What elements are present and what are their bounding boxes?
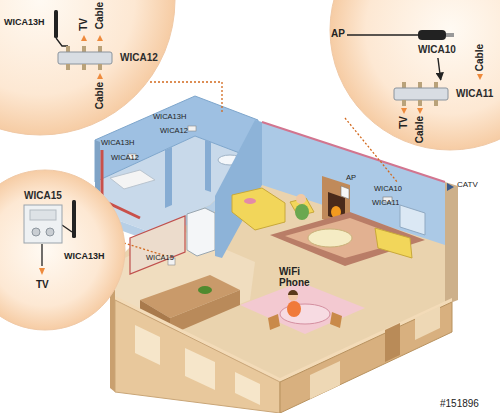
cable [41, 244, 42, 266]
callout-circle [330, 0, 500, 150]
device-box: WICA15 [22, 190, 70, 246]
text-label: TV [78, 18, 89, 31]
device-art [22, 204, 66, 248]
device-box: WICA11 [390, 80, 495, 108]
device-art [54, 44, 116, 76]
access-point [341, 186, 349, 199]
signal-arrow [39, 268, 45, 275]
cable-connector [438, 58, 441, 80]
door [385, 323, 400, 362]
text-label: #151896 [440, 398, 479, 409]
text-label: WICA12 [111, 154, 139, 162]
bed [110, 170, 155, 189]
cable [56, 38, 68, 46]
person-hair [288, 290, 298, 295]
window [310, 361, 340, 399]
text-label: CATV [457, 181, 478, 190]
catv-arrow [447, 183, 454, 191]
signal-arrow [477, 74, 483, 80]
text-label: TV [398, 116, 409, 129]
text-label: WICA15 [146, 254, 174, 262]
window [185, 348, 215, 390]
callout-circle [0, 170, 125, 330]
antenna [54, 10, 58, 38]
device-box: WICA10 [410, 28, 462, 58]
person-head [296, 194, 306, 204]
text-label: WICA10 [374, 185, 402, 193]
text-label: AP [331, 28, 345, 39]
kitchen-counter-front [170, 290, 240, 335]
text-label: TV [36, 279, 49, 290]
text-label: Cable [94, 82, 105, 109]
text-label: WICA13H [4, 18, 45, 28]
kitchen-wall [130, 216, 185, 274]
cable [347, 34, 418, 36]
text-label: WICA11 [372, 199, 399, 207]
chair [268, 314, 280, 330]
person-body [287, 301, 301, 317]
cable [62, 225, 72, 232]
window [415, 306, 440, 340]
signal-arrow [417, 108, 423, 114]
dongle-symbol [410, 28, 462, 42]
antenna [72, 200, 76, 238]
wall-device [188, 126, 196, 131]
window [135, 325, 160, 365]
device-art [410, 28, 462, 46]
text-label: WiFi Phone [279, 266, 317, 288]
splitter-symbol [390, 80, 452, 108]
sofa [232, 188, 285, 230]
text-label: Cable [94, 2, 105, 29]
partition-wall [205, 140, 211, 192]
right-side-wall [445, 182, 458, 305]
callout-circle [0, 0, 175, 135]
rug [270, 212, 425, 266]
signal-arrow [81, 35, 87, 41]
living-partition [215, 120, 262, 258]
plant [198, 286, 212, 294]
text-label: AP [346, 174, 356, 182]
dining-floor [240, 282, 365, 334]
person-body [295, 204, 309, 220]
window [400, 205, 425, 235]
partition-wall [165, 147, 172, 208]
text-label: Cable [414, 116, 425, 143]
text-label: WICA13H [153, 113, 186, 121]
splitter-symbol [54, 44, 116, 72]
leader-line [150, 82, 222, 112]
text-label: WICA12 [160, 127, 188, 135]
text-label: WICA13H [64, 252, 105, 262]
chair [330, 312, 342, 328]
cushion [244, 198, 256, 204]
device-label: WICA15 [24, 190, 62, 201]
wall-plate-symbol [22, 204, 66, 244]
device-art [390, 80, 452, 112]
signal-arrow [97, 35, 103, 41]
front-wall [115, 300, 280, 413]
sofa [375, 228, 412, 258]
fridge [187, 208, 215, 256]
text-label: Cable [474, 44, 485, 71]
coffee-table [308, 229, 352, 247]
signal-arrow [97, 73, 103, 79]
device-label: WICA11 [456, 88, 493, 99]
device-label: WICA12 [120, 52, 158, 63]
device-box: WICA12 [54, 44, 166, 72]
window [235, 372, 260, 405]
front-wall [280, 302, 452, 413]
text-label: WICA13H [101, 139, 134, 147]
person-head [288, 291, 298, 301]
signal-arrow [401, 108, 407, 114]
device-label: WICA10 [418, 44, 456, 55]
